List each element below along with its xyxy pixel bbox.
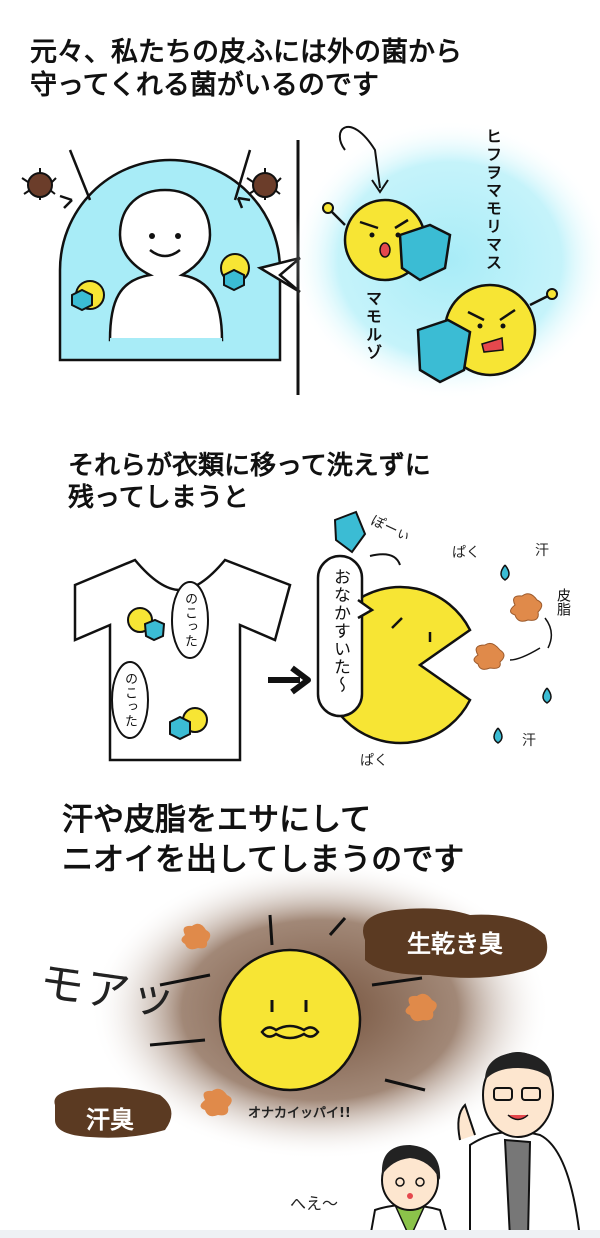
skin-barrier-scene xyxy=(21,140,301,395)
doctor-character xyxy=(457,1052,582,1238)
sfx-munch-2: ぱく xyxy=(360,753,388,769)
shirt-bubble-1: のこった xyxy=(182,592,197,648)
zoomed-bacteria-scene xyxy=(290,120,600,400)
bacteria-name-1: ヒフヲマモリマス xyxy=(483,128,502,272)
small-bacteria-icon xyxy=(71,280,105,312)
germ-right-icon xyxy=(246,168,282,200)
student-character xyxy=(368,1145,450,1238)
bacteria-character-1 xyxy=(322,198,452,282)
smell-scene xyxy=(54,860,550,1160)
panel3-caption: 汗や皮脂をエサにして ニオイを出してしまうのです xyxy=(62,802,465,878)
panel1-caption: 元々、私たちの皮ふには外の菌から 守ってくれる菌がいるのです xyxy=(30,37,462,101)
label-sebum: 皮脂 xyxy=(555,588,571,616)
label-sweat-2: 汗 xyxy=(522,733,536,749)
hungry-speech-bubble: おなかすいた〜 xyxy=(330,568,350,694)
bacteria-name-2: マモルゾ xyxy=(363,290,382,362)
smell-label-sweat: 汗臭 xyxy=(86,1106,134,1134)
small-bacteria-icon xyxy=(127,607,166,642)
bacteria-character-2 xyxy=(416,283,558,384)
sfx-hee: へえ〜 xyxy=(290,1194,339,1213)
label-sweat-1: 汗 xyxy=(535,543,549,559)
germ-left-icon xyxy=(21,168,57,200)
sfx-munch-1: ぱく xyxy=(452,545,480,561)
hungry-bacteria-scene xyxy=(316,510,553,745)
small-bacteria-icon xyxy=(220,253,250,292)
smell-label-damp: 生乾き臭 xyxy=(407,930,503,958)
bottom-rule xyxy=(0,1230,600,1238)
panel2-caption: それらが衣類に移って洗えずに 残ってしまうと xyxy=(68,451,431,513)
belly-full-text: オナカイッパイ!! xyxy=(248,1106,351,1121)
small-bacteria-icon xyxy=(169,707,208,741)
full-bacteria-character xyxy=(218,948,362,1092)
tshirt-scene xyxy=(73,558,311,762)
shirt-bubble-2: のこった xyxy=(122,672,137,728)
